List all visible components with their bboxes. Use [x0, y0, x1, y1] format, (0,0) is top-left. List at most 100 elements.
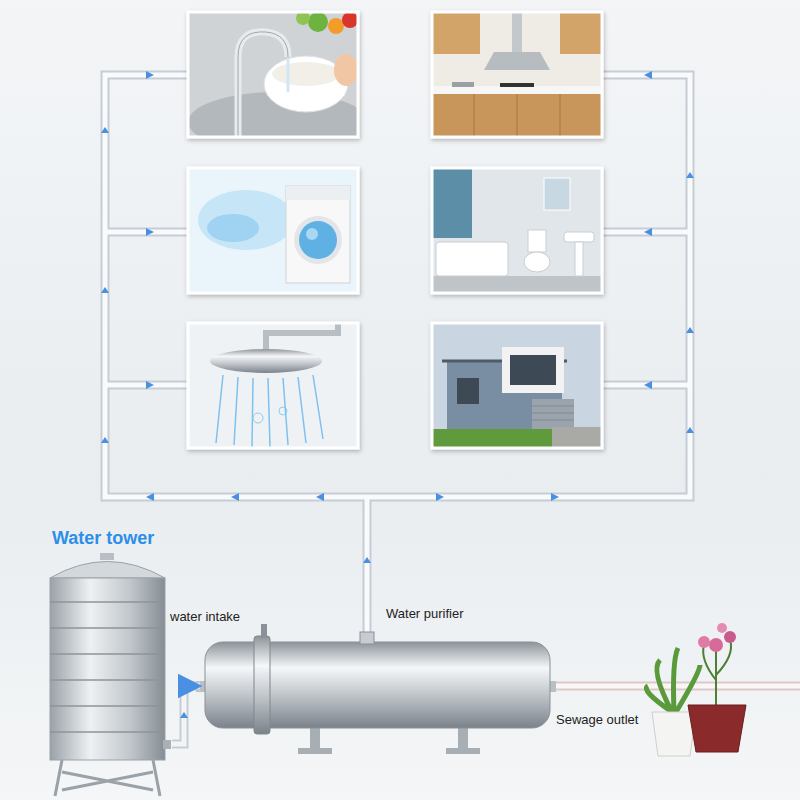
kitchen-photo: [432, 12, 602, 137]
kitchen-photo: [560, 12, 602, 54]
water-purifier-housing: [196, 624, 556, 754]
bathroom-photo: [432, 276, 602, 293]
flow-arrows: [101, 437, 109, 443]
water-purifier: Water purifier: [200, 606, 556, 730]
house-photo: [502, 347, 564, 393]
bathroom-photo: [528, 230, 546, 252]
potted-plants: [652, 712, 696, 756]
flow-arrows: [146, 71, 154, 79]
washing-machine-photo: [286, 186, 350, 200]
bathroom-photo: [432, 168, 602, 293]
kitchen-photo: [432, 12, 602, 137]
node-heading: Water purifier: [386, 606, 556, 621]
rice-washing-photo: [272, 62, 340, 86]
house-photo: [432, 323, 602, 448]
flow-arrows: [101, 71, 694, 563]
flow-arrows: [146, 381, 154, 389]
rice-washing-photo: [188, 11, 368, 152]
kitchen-photo: [432, 86, 602, 94]
flow-arrows: [316, 493, 324, 501]
washing-machine-photo: [306, 228, 318, 240]
kitchen-photo: [512, 12, 522, 52]
house-photo: [552, 427, 602, 448]
shower-photo: [253, 413, 263, 423]
house-photo: [510, 355, 556, 385]
flow-arrows: [644, 381, 652, 389]
shower-photo: [252, 378, 253, 447]
shower-photo: [279, 407, 287, 415]
shower-photo: [266, 323, 338, 351]
house-photo: [532, 406, 574, 420]
pipe-label: water intake: [170, 609, 240, 624]
shower-photo: [188, 323, 358, 448]
kitchen-photo: [432, 94, 602, 137]
kitchen-photo: [500, 83, 534, 87]
washing-machine-photo: [286, 186, 350, 283]
bathroom-photo: [432, 168, 602, 293]
sewage-pipe: [552, 686, 800, 687]
bathroom-photo: [524, 252, 550, 272]
shower-photo: [268, 378, 270, 447]
washing-machine-photo: [188, 168, 358, 293]
potted-plants: [698, 636, 710, 648]
rice-washing-photo: [342, 12, 358, 28]
potted-plants: [646, 623, 746, 756]
shower-photo: [216, 375, 223, 443]
rice-washing-photo: [188, 12, 358, 137]
pipe-core: [172, 686, 200, 744]
shower-photo: [234, 377, 238, 445]
bathroom-photo: [436, 242, 508, 276]
shower-photo: [298, 377, 306, 443]
kitchen-photo: [474, 94, 560, 137]
flow-arrows: [436, 493, 444, 501]
water-purifier-housing: [446, 748, 480, 754]
flow-arrow: [180, 712, 188, 718]
flow-arrows: [686, 327, 694, 333]
bathroom-photo: [544, 178, 570, 210]
rice-washing-photo: [287, 58, 290, 92]
flow-arrows: [231, 493, 239, 501]
washing-machine-photo: [188, 168, 358, 293]
water-pipes: [105, 75, 690, 636]
shower-photo: [188, 323, 358, 448]
shower-photo: [210, 349, 322, 373]
kitchen-photo: [432, 12, 602, 137]
water-tower-tank: [50, 562, 165, 579]
rice-washing-photo: [188, 11, 368, 152]
flow-arrows: [146, 228, 154, 236]
kitchen-photo: [432, 12, 602, 137]
rice-washing-photo: [334, 54, 358, 86]
water-tower-tank: [55, 760, 160, 796]
flow-arrows: [101, 127, 109, 133]
flow-arrows: [146, 493, 154, 501]
potted-plants: [709, 638, 723, 652]
flow-arrows: [363, 557, 371, 563]
shower-photo: [188, 323, 358, 448]
flow-arrows: [551, 493, 559, 501]
pipe-outline: [172, 686, 200, 744]
rice-washing-photo: [308, 12, 328, 32]
washing-machine-photo: [299, 221, 337, 259]
bathroom-photo: [575, 242, 583, 276]
water-tower-tank: [163, 740, 171, 749]
water-pipes: [105, 75, 690, 636]
kitchen-photo: [432, 12, 480, 54]
water-tower-tank: [50, 553, 171, 796]
water-purifier-housing: [360, 632, 374, 644]
bathroom-photo: [432, 168, 602, 293]
shower-photo: [313, 375, 323, 439]
kitchen-photo: [484, 52, 550, 70]
potted-plants: [646, 648, 700, 712]
flow-arrows: [644, 71, 652, 79]
water-pipes: [105, 75, 690, 636]
bathroom-photo: [564, 232, 594, 242]
potted-plants: [717, 623, 727, 633]
house-photo: [432, 323, 602, 448]
water-tower-tank: [50, 602, 165, 732]
water-tower-tank: [50, 578, 165, 760]
water-tower: Water tower: [48, 528, 172, 766]
